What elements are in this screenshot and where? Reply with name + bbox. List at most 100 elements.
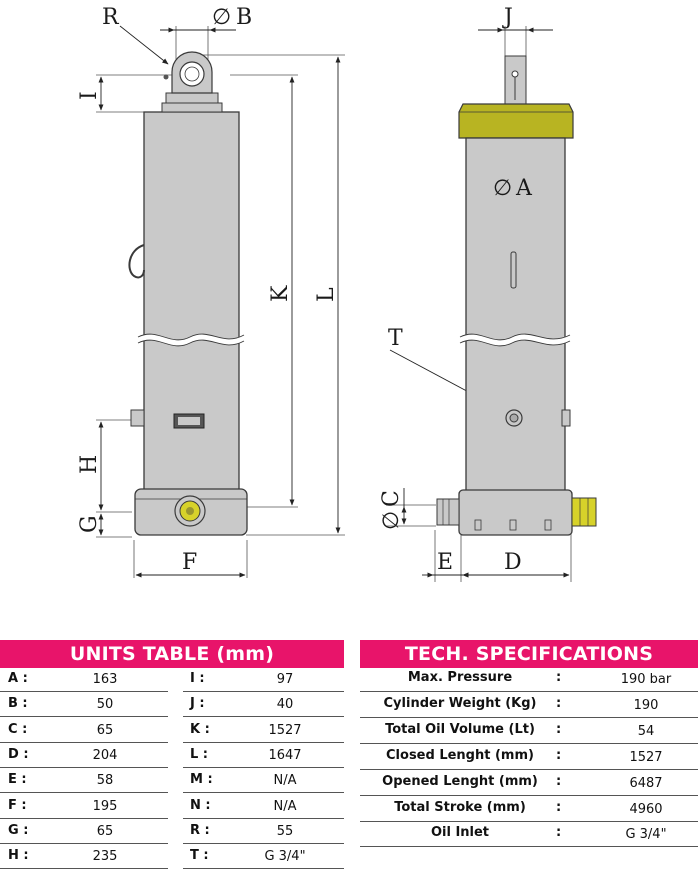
spec-label: Cylinder Weight (Kg) xyxy=(383,695,537,711)
unit-key: I : xyxy=(190,671,205,686)
row-divider xyxy=(0,792,168,794)
unit-key: A : xyxy=(8,671,28,686)
spec-colon: : xyxy=(556,721,562,737)
unit-key: T : xyxy=(190,848,209,864)
label-G: G xyxy=(77,515,102,533)
spec-colon: : xyxy=(556,773,562,789)
unit-value: N/A xyxy=(273,773,297,789)
spec-value: 6487 xyxy=(629,775,663,791)
cylinder-technical-drawing: R ∅ B I K L H G F xyxy=(77,5,597,582)
label-A: A xyxy=(515,176,533,201)
row-divider xyxy=(183,792,344,794)
label-F: F xyxy=(182,550,197,575)
spec-label: Closed Lenght (mm) xyxy=(386,747,534,763)
label-E: E xyxy=(437,550,453,575)
spec-value: 54 xyxy=(637,723,655,739)
spec-value: 190 bar xyxy=(620,672,672,687)
unit-value: 40 xyxy=(276,697,294,713)
row-divider xyxy=(360,768,698,770)
row-divider xyxy=(0,842,168,844)
unit-key: D : xyxy=(8,746,29,762)
spec-label: Total Oil Volume (Lt) xyxy=(385,721,535,737)
unit-value: 97 xyxy=(276,672,294,687)
label-R: R xyxy=(102,5,120,30)
spec-label: Oil Inlet xyxy=(430,825,490,841)
unit-value: 65 xyxy=(96,722,114,738)
unit-key: M : xyxy=(190,772,213,788)
units-row: F : 195 N : N/A xyxy=(0,794,344,819)
spec-row: Max. Pressure: 190 bar xyxy=(360,667,698,692)
label-L: L xyxy=(314,287,339,302)
unit-key: C : xyxy=(8,721,28,737)
unit-key: R : xyxy=(190,822,210,838)
unit-value: N/A xyxy=(273,798,297,814)
row-divider xyxy=(183,691,344,692)
side-fitting xyxy=(436,498,460,526)
unit-value: 204 xyxy=(92,747,118,763)
label-diameter-A: ∅ xyxy=(493,176,512,201)
label-C: C xyxy=(379,490,404,507)
unit-key: L : xyxy=(190,746,209,762)
label-H: H xyxy=(77,455,102,474)
front-view: J ∅ A T ∅ C E D xyxy=(379,5,597,582)
spec-label: Total Stroke (mm) xyxy=(394,799,526,815)
label-K: K xyxy=(268,285,293,302)
unit-value: 50 xyxy=(96,697,114,713)
unit-key: B : xyxy=(8,696,28,712)
label-B: B xyxy=(236,5,252,30)
spec-value: 190 xyxy=(633,697,659,713)
unit-key: J : xyxy=(190,696,205,712)
row-divider xyxy=(0,817,168,819)
row-divider xyxy=(183,766,344,768)
leader-R xyxy=(119,25,169,65)
spec-row: Oil Inlet: G 3/4" xyxy=(360,822,698,848)
spec-colon: : xyxy=(556,825,562,841)
spec-value: G 3/4" xyxy=(625,827,667,843)
unit-value: 1647 xyxy=(268,747,302,763)
row-divider xyxy=(360,742,698,744)
spec-value: 4960 xyxy=(629,801,663,817)
unit-key: E : xyxy=(8,772,27,788)
spec-label: Max. Pressure xyxy=(407,670,513,685)
row-divider xyxy=(0,691,168,692)
cylinder-tube-front xyxy=(465,137,566,501)
unit-value: 163 xyxy=(92,672,118,687)
row-divider xyxy=(183,716,344,718)
row-divider xyxy=(0,716,168,718)
top-cap xyxy=(458,103,574,139)
unit-value: 55 xyxy=(276,823,294,839)
units-row: A : 163 I : 97 xyxy=(0,667,344,692)
row-divider xyxy=(0,766,168,768)
spec-colon: : xyxy=(556,670,562,685)
units-table-title: UNITS TABLE (mm) xyxy=(0,640,344,668)
spec-row: Closed Lenght (mm): 1527 xyxy=(360,745,698,770)
unit-value: 1527 xyxy=(268,722,302,738)
spec-label: Opened Lenght (mm) xyxy=(382,773,538,789)
cylinder-tube xyxy=(143,111,240,503)
unit-value: 65 xyxy=(96,823,114,839)
unit-value: 195 xyxy=(92,798,118,814)
label-I: I xyxy=(77,91,102,100)
row-divider xyxy=(0,741,168,743)
unit-value: G 3/4" xyxy=(264,849,306,865)
cylinder-base-front xyxy=(458,489,573,536)
row-divider xyxy=(360,794,698,796)
lifting-hook xyxy=(128,244,145,279)
oil-inlet-front xyxy=(571,497,597,527)
row-divider xyxy=(183,741,344,743)
spec-colon: : xyxy=(556,747,562,763)
unit-key: N : xyxy=(190,797,211,813)
side-view: R ∅ B I K L H G F xyxy=(77,5,345,578)
spec-value: 1527 xyxy=(629,749,663,765)
unit-value: 235 xyxy=(92,849,118,865)
row-divider xyxy=(183,817,344,819)
spec-row: Total Oil Volume (Lt): 54 xyxy=(360,719,698,744)
row-divider xyxy=(360,846,698,848)
spec-colon: : xyxy=(556,695,562,711)
label-J: J xyxy=(502,5,513,30)
units-row: D : 204 L : 1647 xyxy=(0,743,344,768)
unit-key: F : xyxy=(8,797,27,813)
